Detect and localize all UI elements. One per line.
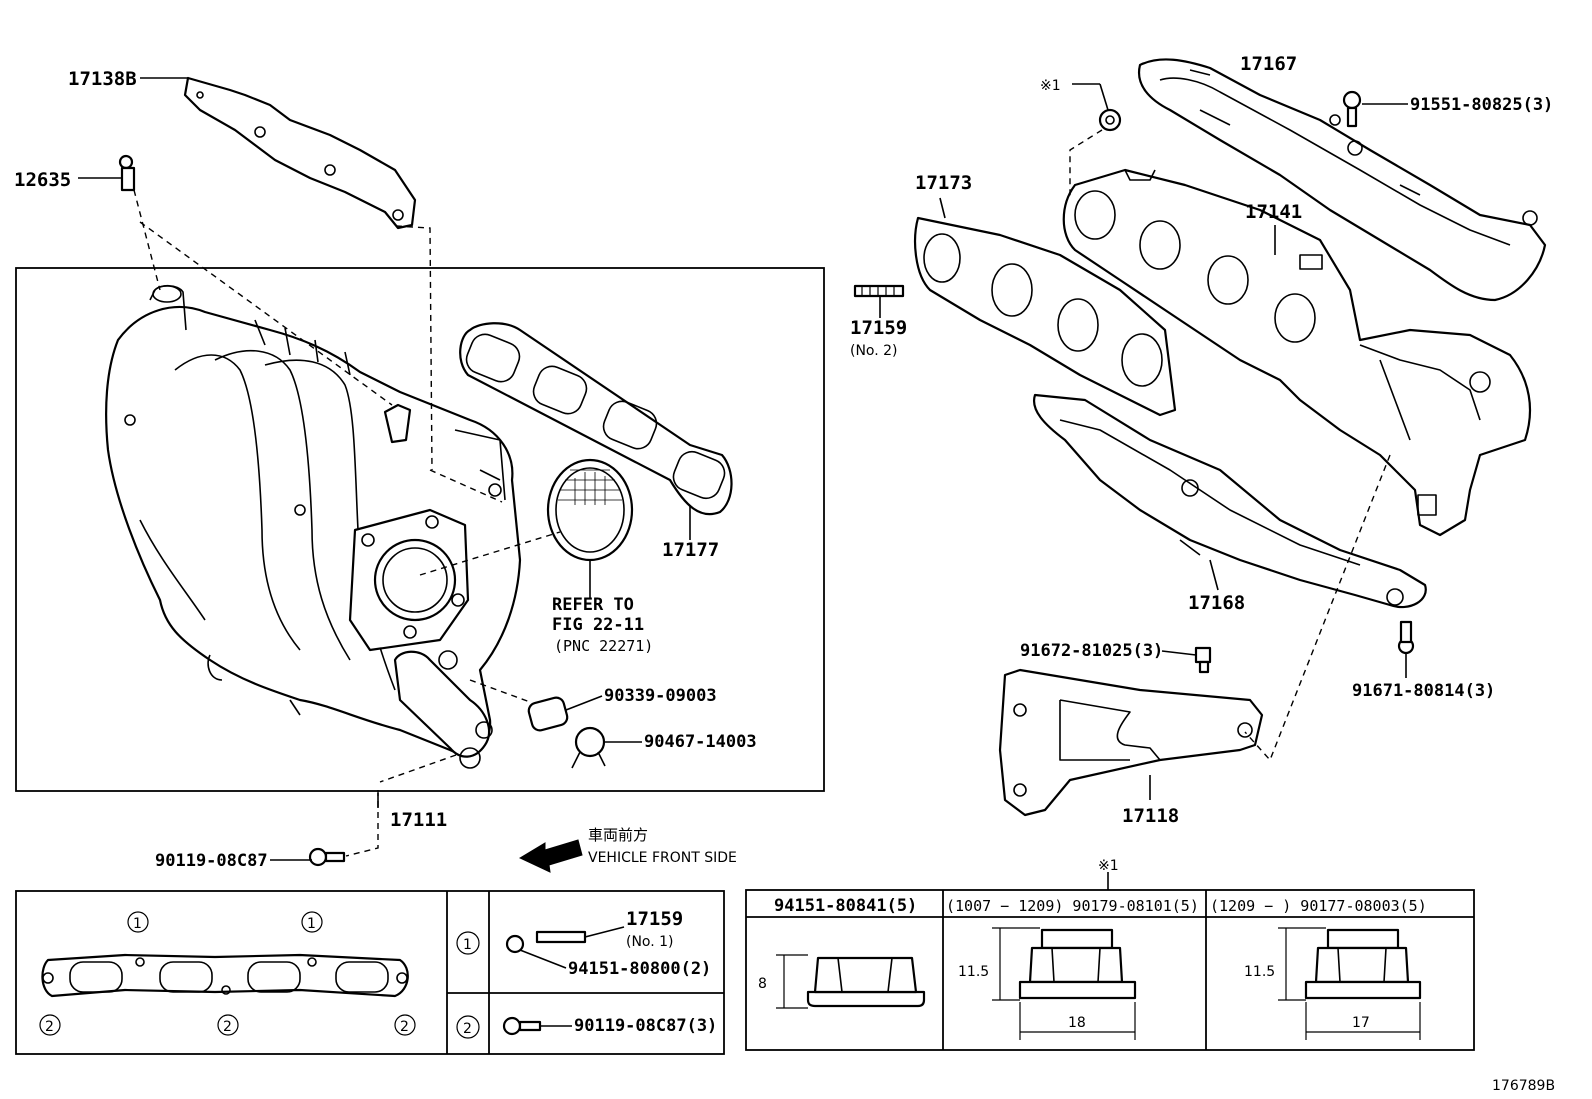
intake-manifold-drawing bbox=[105, 284, 522, 769]
label-front-en: VEHICLE FRONT SIDE bbox=[588, 850, 737, 866]
leader-lines bbox=[78, 69, 1408, 861]
label-refer-line2: FIG 22-11 bbox=[552, 615, 644, 635]
label-17159-no2: 17159 bbox=[850, 317, 907, 339]
clamp-90467-drawing bbox=[571, 726, 606, 769]
legend-circle-1b: 1 bbox=[307, 916, 316, 932]
label-90467: 90467-14003 bbox=[644, 732, 757, 752]
label-note1-top: ※1 bbox=[1040, 78, 1061, 94]
nut3-height: 11.5 bbox=[1244, 964, 1275, 980]
label-17173: 17173 bbox=[915, 172, 972, 194]
nut2-width: 18 bbox=[1068, 1015, 1086, 1031]
label-refer-line1: REFER TO bbox=[552, 595, 634, 615]
label-91672: 91672-81025(3) bbox=[1020, 641, 1163, 661]
label-17118: 17118 bbox=[1122, 805, 1179, 827]
legend-row1-stud-sub: (No. 1) bbox=[626, 934, 674, 950]
legend-row1-circle: 1 bbox=[463, 937, 472, 953]
vehicle-front-arrow-icon bbox=[518, 839, 583, 873]
intake-manifold-group-box bbox=[15, 267, 825, 792]
nut2-height: 11.5 bbox=[958, 964, 989, 980]
heat-insulator-17168-drawing bbox=[1032, 393, 1427, 609]
label-17138B: 17138B bbox=[68, 68, 137, 90]
nut-spec-table: ※1 94151-80841(5) (1007 − 1209) 90179-08… bbox=[745, 858, 1475, 1051]
label-91551: 91551-80825(3) bbox=[1410, 95, 1553, 115]
legend-row1-nut: 94151-80800(2) bbox=[568, 959, 711, 979]
figure-id: 176789B bbox=[1492, 1078, 1555, 1094]
label-12635: 12635 bbox=[14, 169, 71, 191]
stud-location-legend: 1 1 2 2 2 1 2 17159 (No. 1) 94151-80800(… bbox=[15, 890, 725, 1055]
intake-gasket-17177-drawing bbox=[459, 322, 733, 516]
label-front-jp: 車両前方 bbox=[588, 826, 648, 844]
stay-17138B-drawing bbox=[183, 76, 417, 230]
exhaust-manifold-17141-drawing bbox=[1062, 168, 1532, 537]
legend-row2-bolt: 90119-08C87(3) bbox=[574, 1016, 717, 1036]
bracket-17118-drawing bbox=[998, 668, 1264, 817]
nut-table-col1-header: 94151-80841(5) bbox=[774, 896, 917, 916]
label-17167: 17167 bbox=[1240, 53, 1297, 75]
nut1-height: 8 bbox=[758, 976, 767, 992]
cap-90339-drawing bbox=[527, 696, 569, 732]
label-17141: 17141 bbox=[1245, 201, 1302, 223]
legend-circle-1a: 1 bbox=[133, 916, 142, 932]
stud-12635-drawing bbox=[118, 154, 136, 192]
label-17177: 17177 bbox=[662, 539, 719, 561]
label-17168: 17168 bbox=[1188, 592, 1245, 614]
heat-insulator-17167-drawing bbox=[1137, 58, 1547, 302]
legend-row1-stud: 17159 bbox=[626, 908, 683, 930]
label-91671: 91671-80814(3) bbox=[1352, 681, 1495, 701]
exhaust-gasket-17173-drawing bbox=[914, 216, 1177, 417]
nut-table-col2-header: (1007 − 1209) 90179-08101(5) bbox=[946, 897, 1199, 915]
label-refer-line3: (PNC 22271) bbox=[554, 637, 653, 655]
legend-circle-2c: 2 bbox=[400, 1019, 409, 1035]
nut3-width: 17 bbox=[1352, 1015, 1370, 1031]
fastener-drawings bbox=[308, 90, 1415, 867]
nut-table-col3-header: (1209 − ) 90177-08003(5) bbox=[1210, 897, 1427, 915]
label-17159-no2-sub: (No. 2) bbox=[850, 343, 898, 359]
legend-row2-circle: 2 bbox=[463, 1021, 472, 1037]
legend-circle-2a: 2 bbox=[45, 1019, 54, 1035]
nut-table-note-mark: ※1 bbox=[1098, 858, 1119, 874]
label-17111: 17111 bbox=[390, 809, 447, 831]
legend-circle-2b: 2 bbox=[223, 1019, 232, 1035]
label-90339: 90339-09003 bbox=[604, 686, 717, 706]
label-90119: 90119-08C87 bbox=[155, 851, 268, 871]
throttle-gasket-drawing bbox=[546, 458, 634, 562]
